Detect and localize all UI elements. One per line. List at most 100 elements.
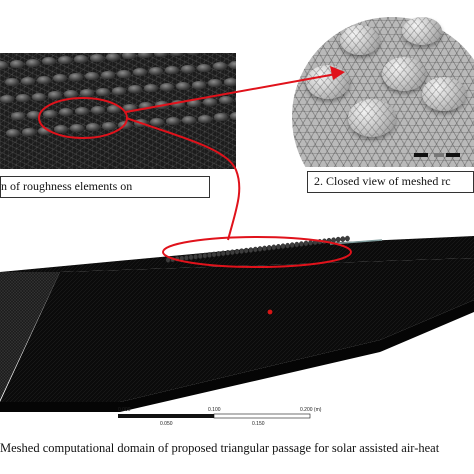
roughness-element: [206, 252, 212, 258]
roughness-element: [303, 240, 309, 247]
roughness-bump: [133, 68, 147, 77]
roughness-bump: [75, 107, 89, 116]
roughness-bump: [219, 96, 233, 105]
roughness-element: [271, 244, 277, 251]
roughness-bump: [96, 87, 110, 96]
roughness-bump: [150, 118, 164, 127]
roughness-element: [298, 241, 304, 247]
roughness-bump: [171, 100, 185, 108]
roughness-bump: [48, 91, 62, 100]
roughness-element: [266, 245, 272, 251]
roughness-bump: [38, 126, 52, 135]
roughness-bump: [203, 97, 217, 106]
passage-inlet-face: [0, 272, 54, 390]
roughness-bump: [165, 66, 179, 74]
roughness-element: [188, 254, 194, 261]
roughness-bump: [21, 76, 35, 85]
roughness-bump: [80, 89, 94, 97]
highlight-ellipse-inset: [38, 97, 128, 139]
scale-bar: 0.000 0.100 0.200 (m) 0.050 0.150: [118, 407, 322, 427]
roughness-element: [211, 251, 217, 258]
highlight-ellipse-main: [162, 236, 352, 268]
roughness-bump: [170, 53, 184, 56]
roughness-bump: [112, 86, 126, 95]
roughness-element: [285, 242, 290, 249]
roughness-bump: [0, 95, 14, 103]
roughness-dome: [340, 25, 380, 55]
roughness-element: [202, 252, 208, 259]
roughness-element: [229, 249, 235, 256]
roughness-element: [252, 246, 258, 253]
roughness-bump: [16, 93, 30, 102]
inset-scale-bar: [414, 153, 460, 159]
roughness-element: [275, 243, 281, 250]
scale-tick-label: 0.150: [252, 421, 265, 427]
scale-tick-label: 0.050: [160, 421, 173, 427]
closed-view-inset: [292, 17, 474, 167]
roughness-bump: [224, 78, 236, 87]
roughness-dome: [382, 57, 426, 91]
roughness-bump: [59, 108, 73, 117]
roughness-bump: [69, 73, 83, 82]
roughness-mesh-inset: [0, 53, 236, 169]
roughness-bump: [32, 92, 46, 101]
roughness-element: [216, 251, 222, 257]
roughness-bump: [107, 104, 121, 113]
roughness-bump: [176, 81, 190, 90]
roughness-bump: [198, 114, 212, 123]
roughness-bump: [5, 78, 19, 86]
roughness-element: [243, 247, 249, 254]
roughness-element: [193, 253, 199, 260]
roughness-bump: [208, 79, 222, 88]
roughness-bump: [26, 58, 40, 67]
roughness-bump: [122, 53, 136, 60]
roughness-element: [220, 250, 226, 257]
roughness-element: [239, 248, 245, 254]
roughness-bump: [213, 62, 227, 71]
roughness-bump: [138, 53, 152, 59]
roughness-dome: [306, 65, 350, 99]
roughness-element: [183, 254, 189, 261]
roughness-bump: [106, 53, 120, 61]
roughness-bump: [64, 90, 78, 99]
roughness-element: [280, 243, 286, 250]
roughness-element: [257, 246, 263, 252]
roughness-bump: [123, 103, 137, 112]
roughness-bump: [166, 117, 180, 125]
roughness-bump: [10, 59, 24, 68]
roughness-bump: [181, 64, 195, 73]
scale-tick-label: 0.100: [208, 407, 221, 413]
roughness-element: [197, 253, 203, 259]
roughness-bump: [197, 63, 211, 72]
roughness-dome: [348, 99, 396, 137]
roughness-element: [248, 247, 254, 253]
roughness-bump: [53, 74, 67, 83]
roughness-dome: [402, 17, 442, 45]
roughness-bump: [27, 110, 41, 119]
roughness-element: [262, 245, 267, 252]
roughness-bump: [74, 55, 88, 63]
roughness-bump: [37, 75, 51, 84]
roughness-bump: [117, 69, 131, 78]
roughness-bump: [91, 106, 105, 114]
roughness-bump: [214, 113, 228, 122]
roughness-bump: [149, 67, 163, 76]
roughness-element: [340, 236, 346, 242]
figure-caption: Meshed computational domain of proposed …: [0, 441, 440, 455]
roughness-bump: [139, 102, 153, 111]
roughness-bump: [230, 112, 236, 121]
roughness-bump: [90, 53, 104, 62]
roughness-bump: [229, 61, 236, 70]
roughness-bump: [54, 125, 68, 134]
roughness-bump: [192, 80, 206, 89]
inset-right-caption: 2. Closed view of meshed rc: [307, 171, 474, 193]
roughness-bump: [187, 98, 201, 107]
roughness-bump: [186, 53, 200, 55]
roughness-element: [294, 241, 300, 248]
roughness-dome: [422, 77, 466, 111]
scale-tick-label: 0.200 (m): [300, 407, 322, 413]
roughness-bump: [144, 84, 158, 93]
scale-tick-label: 0.000: [118, 407, 131, 413]
roughness-bump: [86, 123, 100, 131]
